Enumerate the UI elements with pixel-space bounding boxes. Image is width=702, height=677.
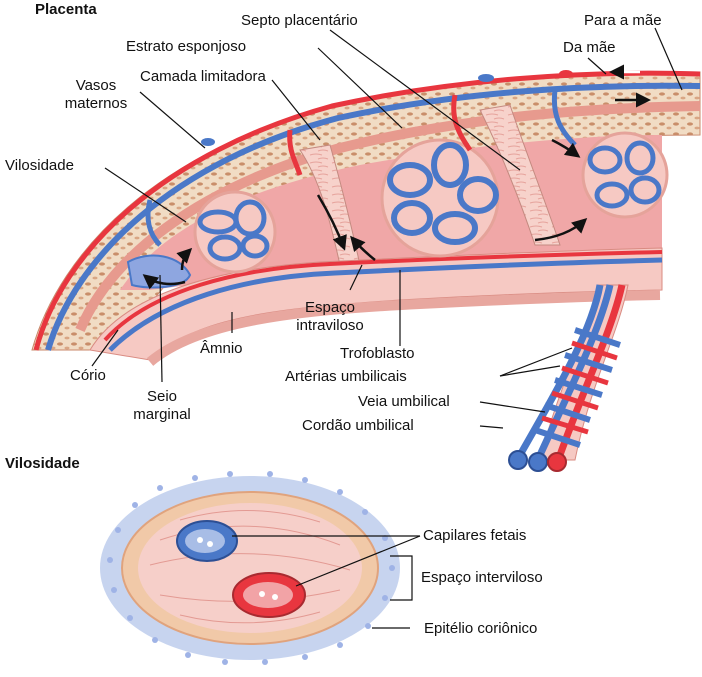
label-espaco-intraviloso-1: Espaço (304, 299, 356, 316)
maternal-vein (45, 82, 701, 351)
label-vasos-maternos-1: Vasos (75, 77, 117, 94)
placenta-section (31, 64, 701, 472)
label-corio: Cório (70, 367, 106, 384)
fetal-capillary-blue (176, 520, 238, 562)
maternal-node-1 (201, 138, 215, 146)
label-capilares-fetais: Capilares fetais (423, 527, 527, 544)
label-epitelio-corionico: Epitélio coriônico (424, 620, 538, 637)
heading-placenta: Placenta (35, 1, 97, 18)
label-cordao-umbilical: Cordão umbilical (302, 417, 414, 434)
flow-arrow-6 (176, 247, 193, 271)
maternal-node-3 (559, 70, 573, 78)
label-camada-limitadora: Camada limitadora (140, 68, 266, 85)
label-da-mae: Da mãe (563, 39, 616, 56)
maternal-node-2 (478, 74, 494, 82)
flow-arrow-2 (350, 235, 376, 261)
maternal-vein-branch-2 (145, 199, 162, 247)
label-amnio: Âmnio (200, 340, 243, 357)
limiting-layer (75, 101, 701, 332)
spiral-artery-1 (287, 129, 303, 176)
villus-2 (380, 138, 500, 258)
villus-1 (193, 190, 277, 274)
maternal-artery (33, 70, 701, 351)
label-espaco-intraviloso-2: intraviloso (296, 317, 364, 334)
label-septo-placentario: Septo placentário (241, 12, 358, 29)
label-arterias-umbilicais: Artérias umbilicais (285, 368, 407, 385)
chorionic-vein (108, 257, 663, 352)
label-seio-marginal-2: marginal (133, 406, 191, 423)
label-para-a-mae: Para a mãe (584, 12, 662, 29)
label-espaco-interviloso: Espaço interviloso (421, 569, 543, 586)
flow-arrow-5 (142, 274, 186, 290)
leader-lines (91, 27, 683, 629)
flow-arrow-3 (534, 217, 588, 242)
chorionic-artery (103, 250, 663, 342)
umbilical-cord (508, 284, 629, 472)
amnion-membrane (146, 290, 661, 366)
heading-vilosidade: Vilosidade (5, 455, 80, 472)
maternal-vein-branch (551, 89, 577, 147)
villus-3 (581, 131, 669, 219)
label-vasos-maternos-2: maternos (64, 95, 128, 112)
label-estrato-esponjoso: Estrato esponjoso (126, 38, 247, 55)
villus-cross-section (100, 471, 400, 665)
septum-2 (479, 104, 561, 246)
flow-arrow-4 (551, 138, 581, 158)
chorionic-epithelium-dots (107, 471, 395, 665)
label-vilosidade: Vilosidade (5, 157, 74, 174)
label-seio-marginal-1: Seio (146, 388, 178, 405)
spiral-artery-2 (451, 94, 473, 152)
fetal-capillary-red (232, 572, 306, 618)
label-trofoblasto: Trofoblasto (340, 345, 415, 362)
label-veia-umbilical: Veia umbilical (358, 393, 450, 410)
flow-arrow-1 (316, 194, 347, 251)
